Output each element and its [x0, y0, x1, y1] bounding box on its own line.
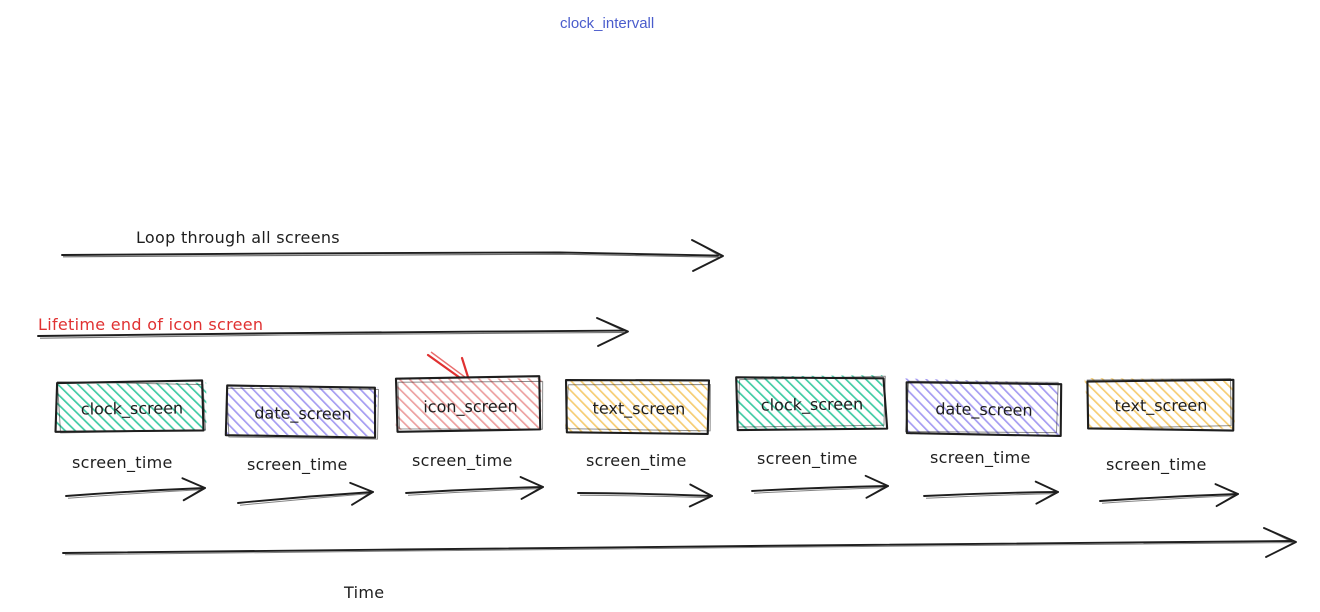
screen-time-arrow-4: screen_time: [577, 451, 713, 508]
arrow-shaft: [1099, 493, 1239, 502]
arrow-shaft-secondary: [579, 494, 710, 499]
time-axis-label: Time: [343, 583, 384, 602]
screen-time-arrow-7: screen_time: [1099, 455, 1239, 508]
annotation-lifetime-arrow: [37, 317, 629, 347]
arrow-shaft: [577, 492, 713, 497]
screen-box-label: date_screen: [254, 403, 352, 424]
screen-box-outline: [735, 376, 889, 432]
screen-box-fill: [395, 378, 542, 430]
screen-box-label: icon_screen: [423, 397, 517, 418]
screen-box-outline: [1086, 378, 1235, 432]
annotation-lifetime-label: Lifetime end of icon screen: [38, 315, 263, 334]
annotation-loop-label: Loop through all screens: [136, 228, 340, 247]
screen-box-text_screen[interactable]: text_screen: [1084, 377, 1235, 432]
screen-box-label: clock_screen: [761, 394, 864, 415]
screen-time-label: screen_time: [1106, 455, 1207, 475]
screen-box-label: text_screen: [593, 399, 686, 420]
screen-box-text_screen[interactable]: text_screen: [564, 379, 711, 435]
arrow-shaft: [405, 486, 544, 494]
screen-box-outline-secondary: [1086, 378, 1232, 430]
arrow-shaft: [65, 487, 206, 497]
arrow-head-secondary: [1039, 491, 1057, 503]
screen-box-outline-secondary: [737, 375, 886, 428]
screen-time-label: screen_time: [930, 448, 1031, 468]
annotation-loop-arrow: [61, 239, 724, 272]
arrow-head-secondary: [525, 486, 542, 498]
screen-time-arrow-3: screen_time: [405, 451, 544, 500]
screen-box-label: date_screen: [935, 399, 1033, 421]
arrow-shaft-secondary: [67, 489, 203, 499]
screen-box-fill: [55, 382, 207, 432]
arrow-head-secondary: [355, 491, 372, 503]
arrow-head-secondary: [693, 495, 711, 506]
screen-box-date_screen[interactable]: date_screen: [224, 384, 380, 440]
arrow-shaft-secondary: [407, 488, 541, 496]
screen-box-date_screen[interactable]: date_screen: [904, 378, 1063, 438]
arrow-shaft-secondary: [925, 493, 1056, 499]
arrow-shaft-secondary: [1101, 495, 1236, 504]
screen-box-fill: [1084, 378, 1235, 430]
screen-time-arrow-1: screen_time: [65, 453, 206, 502]
screen-box-outline-secondary: [56, 381, 207, 434]
screen-time-label: screen_time: [586, 451, 687, 471]
screen-box-label: clock_screen: [81, 398, 183, 419]
screen-box-outline-secondary: [565, 384, 711, 432]
arrow-shaft: [751, 485, 889, 492]
arrow-head-secondary: [1220, 493, 1237, 505]
arrow-head-secondary: [870, 485, 887, 497]
screen-box-fill: [224, 386, 379, 437]
screen-time-arrow-2: screen_time: [237, 455, 374, 506]
screen-box-clock_screen[interactable]: clock_screen: [54, 379, 207, 434]
page-title: clock_intervall: [560, 15, 654, 32]
screen-box-clock_screen[interactable]: clock_screen: [735, 375, 889, 432]
arrow-shaft: [923, 491, 1059, 497]
screen-time-label: screen_time: [757, 449, 858, 469]
screen-time-label: screen_time: [72, 453, 173, 473]
screen-box-fill: [565, 380, 708, 434]
screen-box-outline-secondary: [226, 387, 380, 440]
screen-box-outline: [224, 384, 377, 439]
screen-box-label: text_screen: [1115, 396, 1208, 416]
arrow-shaft: [237, 491, 374, 504]
screen-box-outline-secondary: [397, 380, 544, 430]
arrow-shaft-secondary: [239, 493, 371, 506]
screen-box-icon_screen[interactable]: icon_screen: [394, 375, 544, 433]
screen-time-label: screen_time: [412, 451, 513, 471]
screen-time-label: screen_time: [247, 455, 348, 475]
time-axis-arrow: [62, 527, 1297, 558]
screen-box-outline-secondary: [905, 380, 1059, 434]
screen-box-group: clock_screen date_screen icon_screen text_s…: [54, 375, 1235, 440]
screen-time-arrow-5: screen_time: [751, 449, 889, 499]
screen-box-fill: [736, 375, 884, 430]
screen-box-fill: [905, 378, 1060, 436]
screen-time-arrow-6: screen_time: [923, 448, 1059, 505]
arrow-shaft-secondary: [753, 487, 886, 494]
screen-time-group: screen_time screen_time screen_time screen_…: [65, 448, 1239, 508]
arrow-head-secondary: [187, 487, 204, 499]
